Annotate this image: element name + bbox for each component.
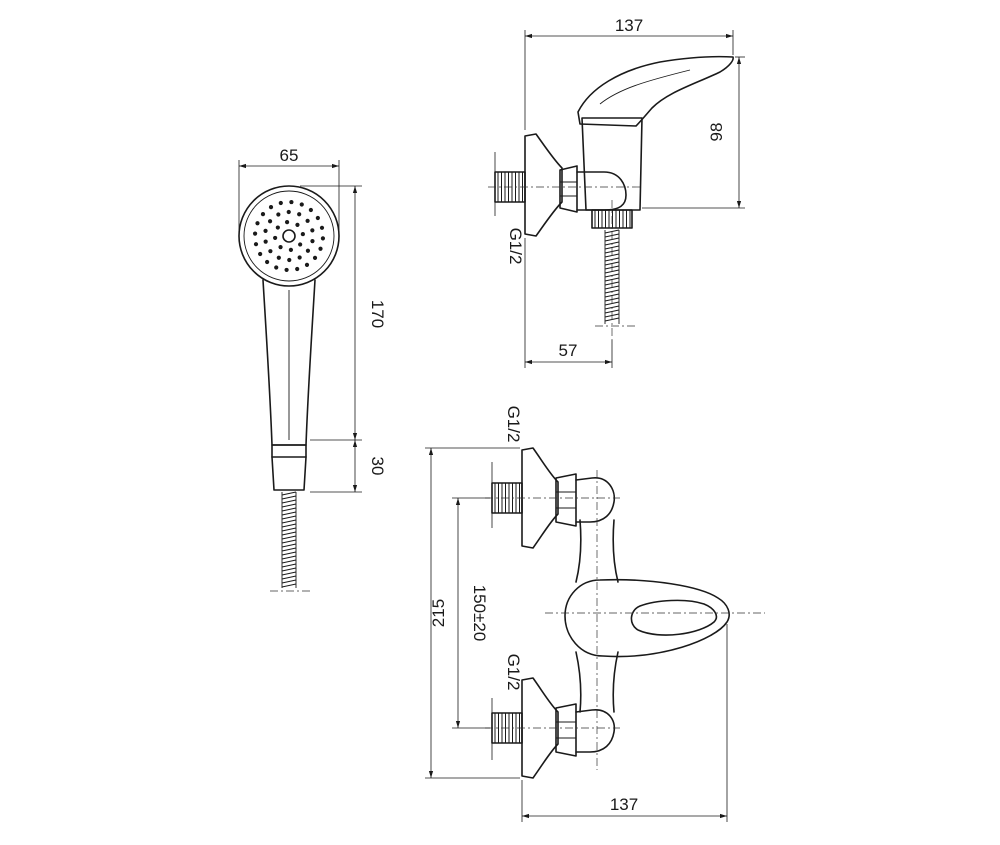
hand-shower-view: 65 170 30 xyxy=(238,146,387,592)
shower-hose xyxy=(281,491,297,588)
dim-label-thread-side: G1/2 xyxy=(506,228,525,265)
dim-label-215: 215 xyxy=(429,599,448,627)
dim-label-65: 65 xyxy=(280,146,299,165)
dim-label-thread-front-top: G1/2 xyxy=(504,406,523,443)
side-outlet-thread xyxy=(594,210,631,228)
side-lever xyxy=(577,55,734,127)
front-lower-flange xyxy=(521,677,559,779)
front-upper-flange xyxy=(521,447,559,549)
handle-neck xyxy=(271,456,307,491)
dim-label-137-top: 137 xyxy=(615,16,643,35)
handle-collar xyxy=(271,444,307,458)
front-upper-nut xyxy=(555,473,577,527)
dim-label-137-bottom: 137 xyxy=(610,795,638,814)
dim-label-150: 150±20 xyxy=(470,585,489,642)
shower-head-inner xyxy=(243,190,335,282)
dim-label-30: 30 xyxy=(368,457,387,476)
mixer-front-view: 215 150±20 G1/2 G1/2 137 xyxy=(425,406,765,822)
shower-head-center xyxy=(282,229,296,243)
front-lower-eccentric xyxy=(575,709,616,753)
side-wall-flange xyxy=(524,133,563,237)
front-lower-nut xyxy=(555,703,577,757)
side-mixer-body xyxy=(581,117,643,211)
front-mixer-body xyxy=(575,519,619,713)
dim-label-170: 170 xyxy=(368,300,387,328)
dim-label-98: 98 xyxy=(707,123,726,142)
mixer-side-view: 137 98 57 G1/2 xyxy=(488,16,745,368)
dim-label-57: 57 xyxy=(559,341,578,360)
front-lever-opening xyxy=(630,599,718,636)
shower-nozzles xyxy=(252,199,326,273)
shower-head-outer xyxy=(238,185,340,287)
side-nut xyxy=(559,165,578,213)
dim-label-thread-front-bottom: G1/2 xyxy=(504,654,523,691)
front-upper-eccentric xyxy=(575,477,616,523)
front-lever xyxy=(564,578,730,658)
